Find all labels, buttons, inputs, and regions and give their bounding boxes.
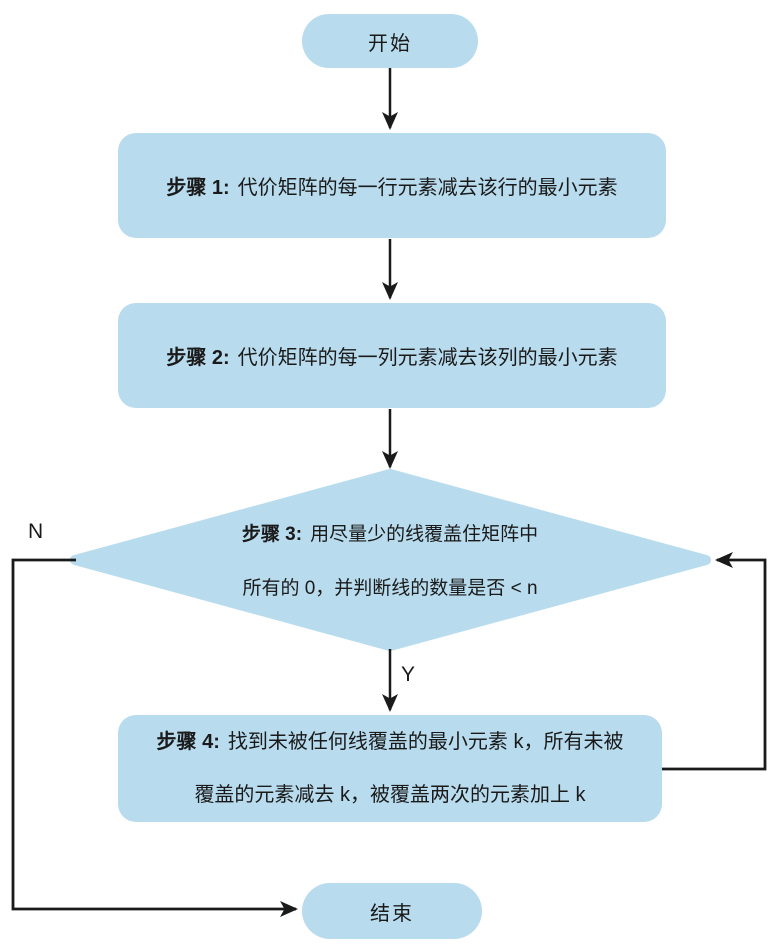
- decision-node-text: 步骤 3: 用尽量少的线覆盖住矩阵中 所有的 0，并判断线的数量是否 < n: [90, 508, 690, 616]
- step1-text: 步骤 1: 代价矩阵的每一行元素减去该行的最小元素: [166, 171, 617, 200]
- arrow-step4-loop-to-decision: [662, 552, 767, 771]
- arrow-decision-no-to-end: [11, 558, 298, 917]
- step4-body1: 找到未被任何线覆盖的最小元素 k，所有未被: [227, 730, 624, 753]
- step2-text: 步骤 2: 代价矩阵的每一列元素减去该列的最小元素: [166, 341, 617, 370]
- branch-label-yes: Y: [401, 663, 416, 686]
- step4-line1: 步骤 4: 找到未被任何线覆盖的最小元素 k，所有未被: [157, 716, 624, 769]
- decision-line2: 所有的 0，并判断线的数量是否 < n: [242, 578, 538, 599]
- decision-line1: 步骤 3: 用尽量少的线覆盖住矩阵中: [90, 508, 690, 562]
- step2-body: 代价矩阵的每一列元素减去该列的最小元素: [237, 347, 618, 369]
- decision-body1: 用尽量少的线覆盖住矩阵中: [310, 524, 539, 545]
- decision-label: 步骤 3:: [241, 524, 303, 545]
- step1-body: 代价矩阵的每一行元素减去该行的最小元素: [237, 177, 618, 199]
- decision-diamond-shape: [70, 469, 711, 651]
- start-node: 开始: [302, 14, 478, 68]
- step4-line2: 覆盖的元素减去 k，被覆盖两次的元素加上 k: [194, 783, 586, 806]
- step1-label: 步骤 1:: [166, 177, 230, 199]
- start-label: 开始: [368, 32, 412, 55]
- step4-node: 步骤 4: 找到未被任何线覆盖的最小元素 k，所有未被 覆盖的元素减去 k，被覆盖…: [118, 715, 662, 822]
- step1-node: 步骤 1: 代价矩阵的每一行元素减去该行的最小元素: [118, 133, 666, 238]
- step4-label: 步骤 4:: [156, 730, 220, 753]
- step2-node: 步骤 2: 代价矩阵的每一列元素减去该列的最小元素: [118, 303, 666, 408]
- end-node: 结束: [302, 883, 482, 939]
- step2-label: 步骤 2:: [166, 347, 230, 369]
- end-label: 结束: [370, 902, 414, 925]
- branch-label-no: N: [28, 520, 44, 543]
